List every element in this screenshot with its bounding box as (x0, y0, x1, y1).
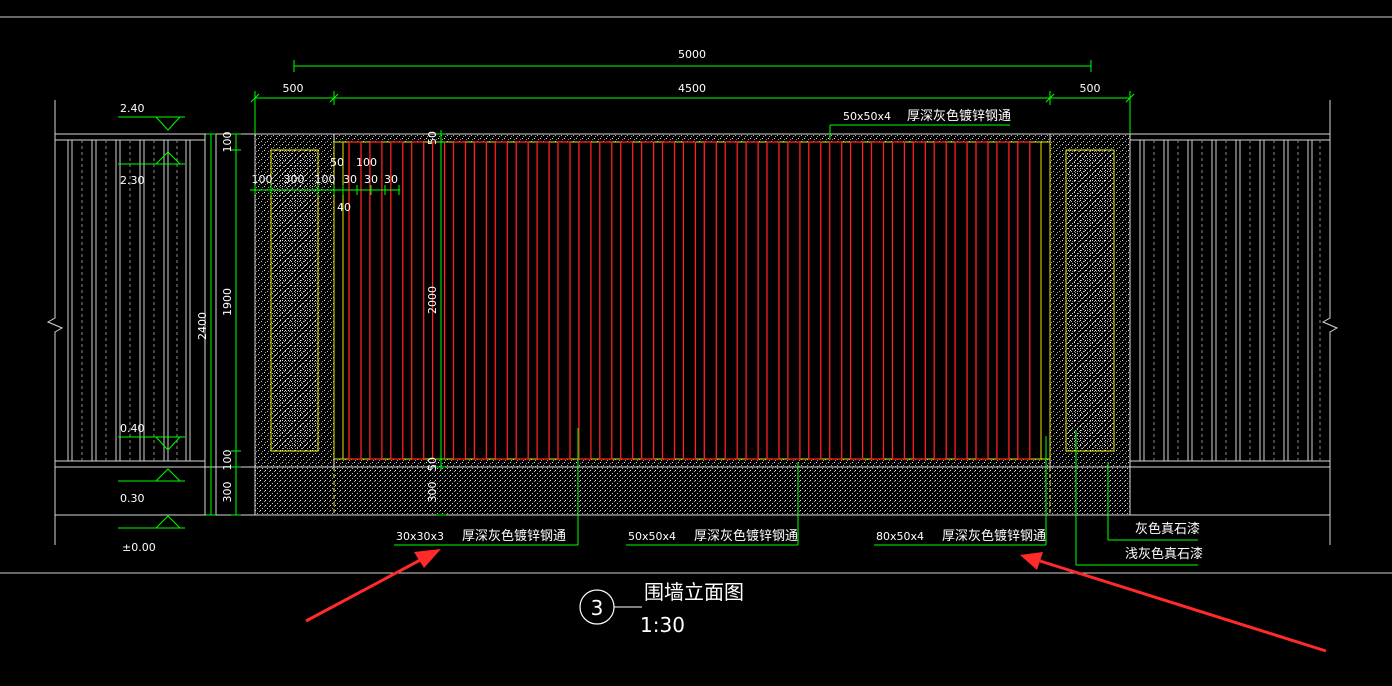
stone-label-2: 浅灰色真石漆 (1125, 546, 1203, 562)
dim-pier-300: 300 (284, 173, 305, 186)
steel-bar (745, 141, 759, 460)
dim-bar-100: 100 (356, 156, 377, 169)
b2-size: 50x50x4 (628, 530, 676, 543)
dim-bar-40: 40 (337, 201, 351, 214)
steel-bar (640, 141, 655, 460)
top-spec-annotation: 50x50x4 厚深灰色镀锌钢通 (829, 108, 1011, 140)
dim-v-1900: 1900 (221, 288, 234, 316)
left-vertical-dimensions: 100 1900 100 300 2400 50 2000 50 300 (196, 131, 439, 516)
level-240: 2.40 (120, 102, 145, 115)
steel-bar (536, 141, 550, 460)
level-marker-icon (118, 468, 185, 482)
red-arrows (305, 549, 1327, 653)
steel-bar (369, 141, 383, 460)
steel-bar (870, 141, 885, 460)
steel-bar (849, 141, 864, 460)
dim-pier-100a: 100 (252, 173, 273, 186)
steel-bar (682, 141, 697, 460)
steel-bar (515, 141, 529, 460)
top-dimensions: 5000 500 4500 500 100 300 100 50 100 30 … (250, 48, 1135, 214)
dim-v-300-base: 300 (221, 482, 234, 503)
steel-bar (620, 141, 634, 460)
steel-bar (390, 141, 404, 460)
drawing-title-block: 3 围墙立面图 1:30 (579, 580, 744, 637)
b1-size: 30x30x3 (396, 530, 444, 543)
dim-top-right: 500 (1080, 82, 1101, 95)
level-030: 0.30 (120, 492, 145, 505)
level-040: 0.40 (120, 422, 145, 435)
steel-bar (661, 141, 676, 460)
dim-bar-30b: 30 (364, 173, 378, 186)
dim-v-2000: 2000 (426, 286, 439, 314)
gate-panel (333, 130, 1051, 516)
steel-bar (452, 141, 467, 460)
left-adjoining-fence (46, 100, 255, 545)
level-markers: 2.40 2.30 0.40 0.30 ±0.00 (118, 102, 185, 554)
red-arrow-icon (305, 549, 441, 623)
steel-bar (912, 141, 926, 460)
steel-bar (599, 141, 613, 460)
steel-bar (411, 141, 425, 460)
b2-text: 厚深灰色镀锌钢通 (694, 528, 798, 544)
level-230: 2.30 (120, 174, 145, 187)
top-spec-text: 厚深灰色镀锌钢通 (907, 108, 1011, 124)
dim-bar-30a: 30 (343, 173, 357, 186)
steel-bar (829, 141, 843, 460)
right-adjoining-fence (1130, 100, 1339, 545)
b3-size: 80x50x4 (876, 530, 924, 543)
detail-number: 3 (591, 596, 604, 620)
steel-bar (473, 141, 488, 460)
steel-bar (808, 141, 822, 460)
gate-steel-bars (348, 141, 1031, 460)
red-arrow-icon (1020, 552, 1327, 653)
top-spec-size: 50x50x4 (843, 110, 891, 123)
steel-bar (703, 141, 717, 460)
steel-bar (787, 141, 801, 460)
level-marker-icon (118, 515, 185, 529)
level-marker-icon (118, 436, 185, 451)
dim-v-300-mid: 300 (426, 482, 439, 503)
steel-bar (494, 141, 508, 460)
dim-pier-100b: 100 (315, 173, 336, 186)
level-marker-icon (118, 151, 185, 165)
steel-bar (996, 141, 1010, 460)
steel-bar (348, 141, 362, 460)
steel-bar (933, 141, 947, 460)
steel-bar (975, 141, 989, 460)
dim-bar-50: 50 (330, 156, 344, 169)
level-000: ±0.00 (122, 541, 156, 554)
dim-v-100-bot: 100 (221, 450, 234, 471)
dim-v-100-top: 100 (221, 132, 234, 153)
dim-top-total: 5000 (678, 48, 706, 61)
dim-v-50-top: 50 (426, 131, 439, 145)
drawing-title: 围墙立面图 (644, 580, 744, 604)
bottom-annotations: 30x30x3 厚深灰色镀锌钢通 50x50x4 厚深灰色镀锌钢通 80x50x… (394, 428, 1203, 566)
steel-bar (891, 141, 906, 460)
steel-bar (1017, 141, 1031, 460)
steel-bar (954, 141, 968, 460)
steel-bar (578, 141, 592, 460)
level-marker-icon (118, 116, 185, 131)
stone-label-1: 灰色真石漆 (1135, 521, 1200, 537)
dim-v-2400: 2400 (196, 312, 209, 340)
b3-text: 厚深灰色镀锌钢通 (942, 528, 1046, 544)
dim-bar-30c: 30 (384, 173, 398, 186)
wall-base (254, 466, 1131, 516)
steel-bar (724, 141, 738, 460)
dim-top-mid: 4500 (678, 82, 706, 95)
steel-bar (766, 141, 780, 460)
b1-text: 厚深灰色镀锌钢通 (462, 528, 566, 544)
right-pier (1049, 133, 1131, 468)
drawing-scale: 1:30 (640, 613, 685, 637)
steel-bar (557, 141, 571, 460)
dim-v-50-bot: 50 (426, 457, 439, 471)
dim-top-left: 500 (283, 82, 304, 95)
